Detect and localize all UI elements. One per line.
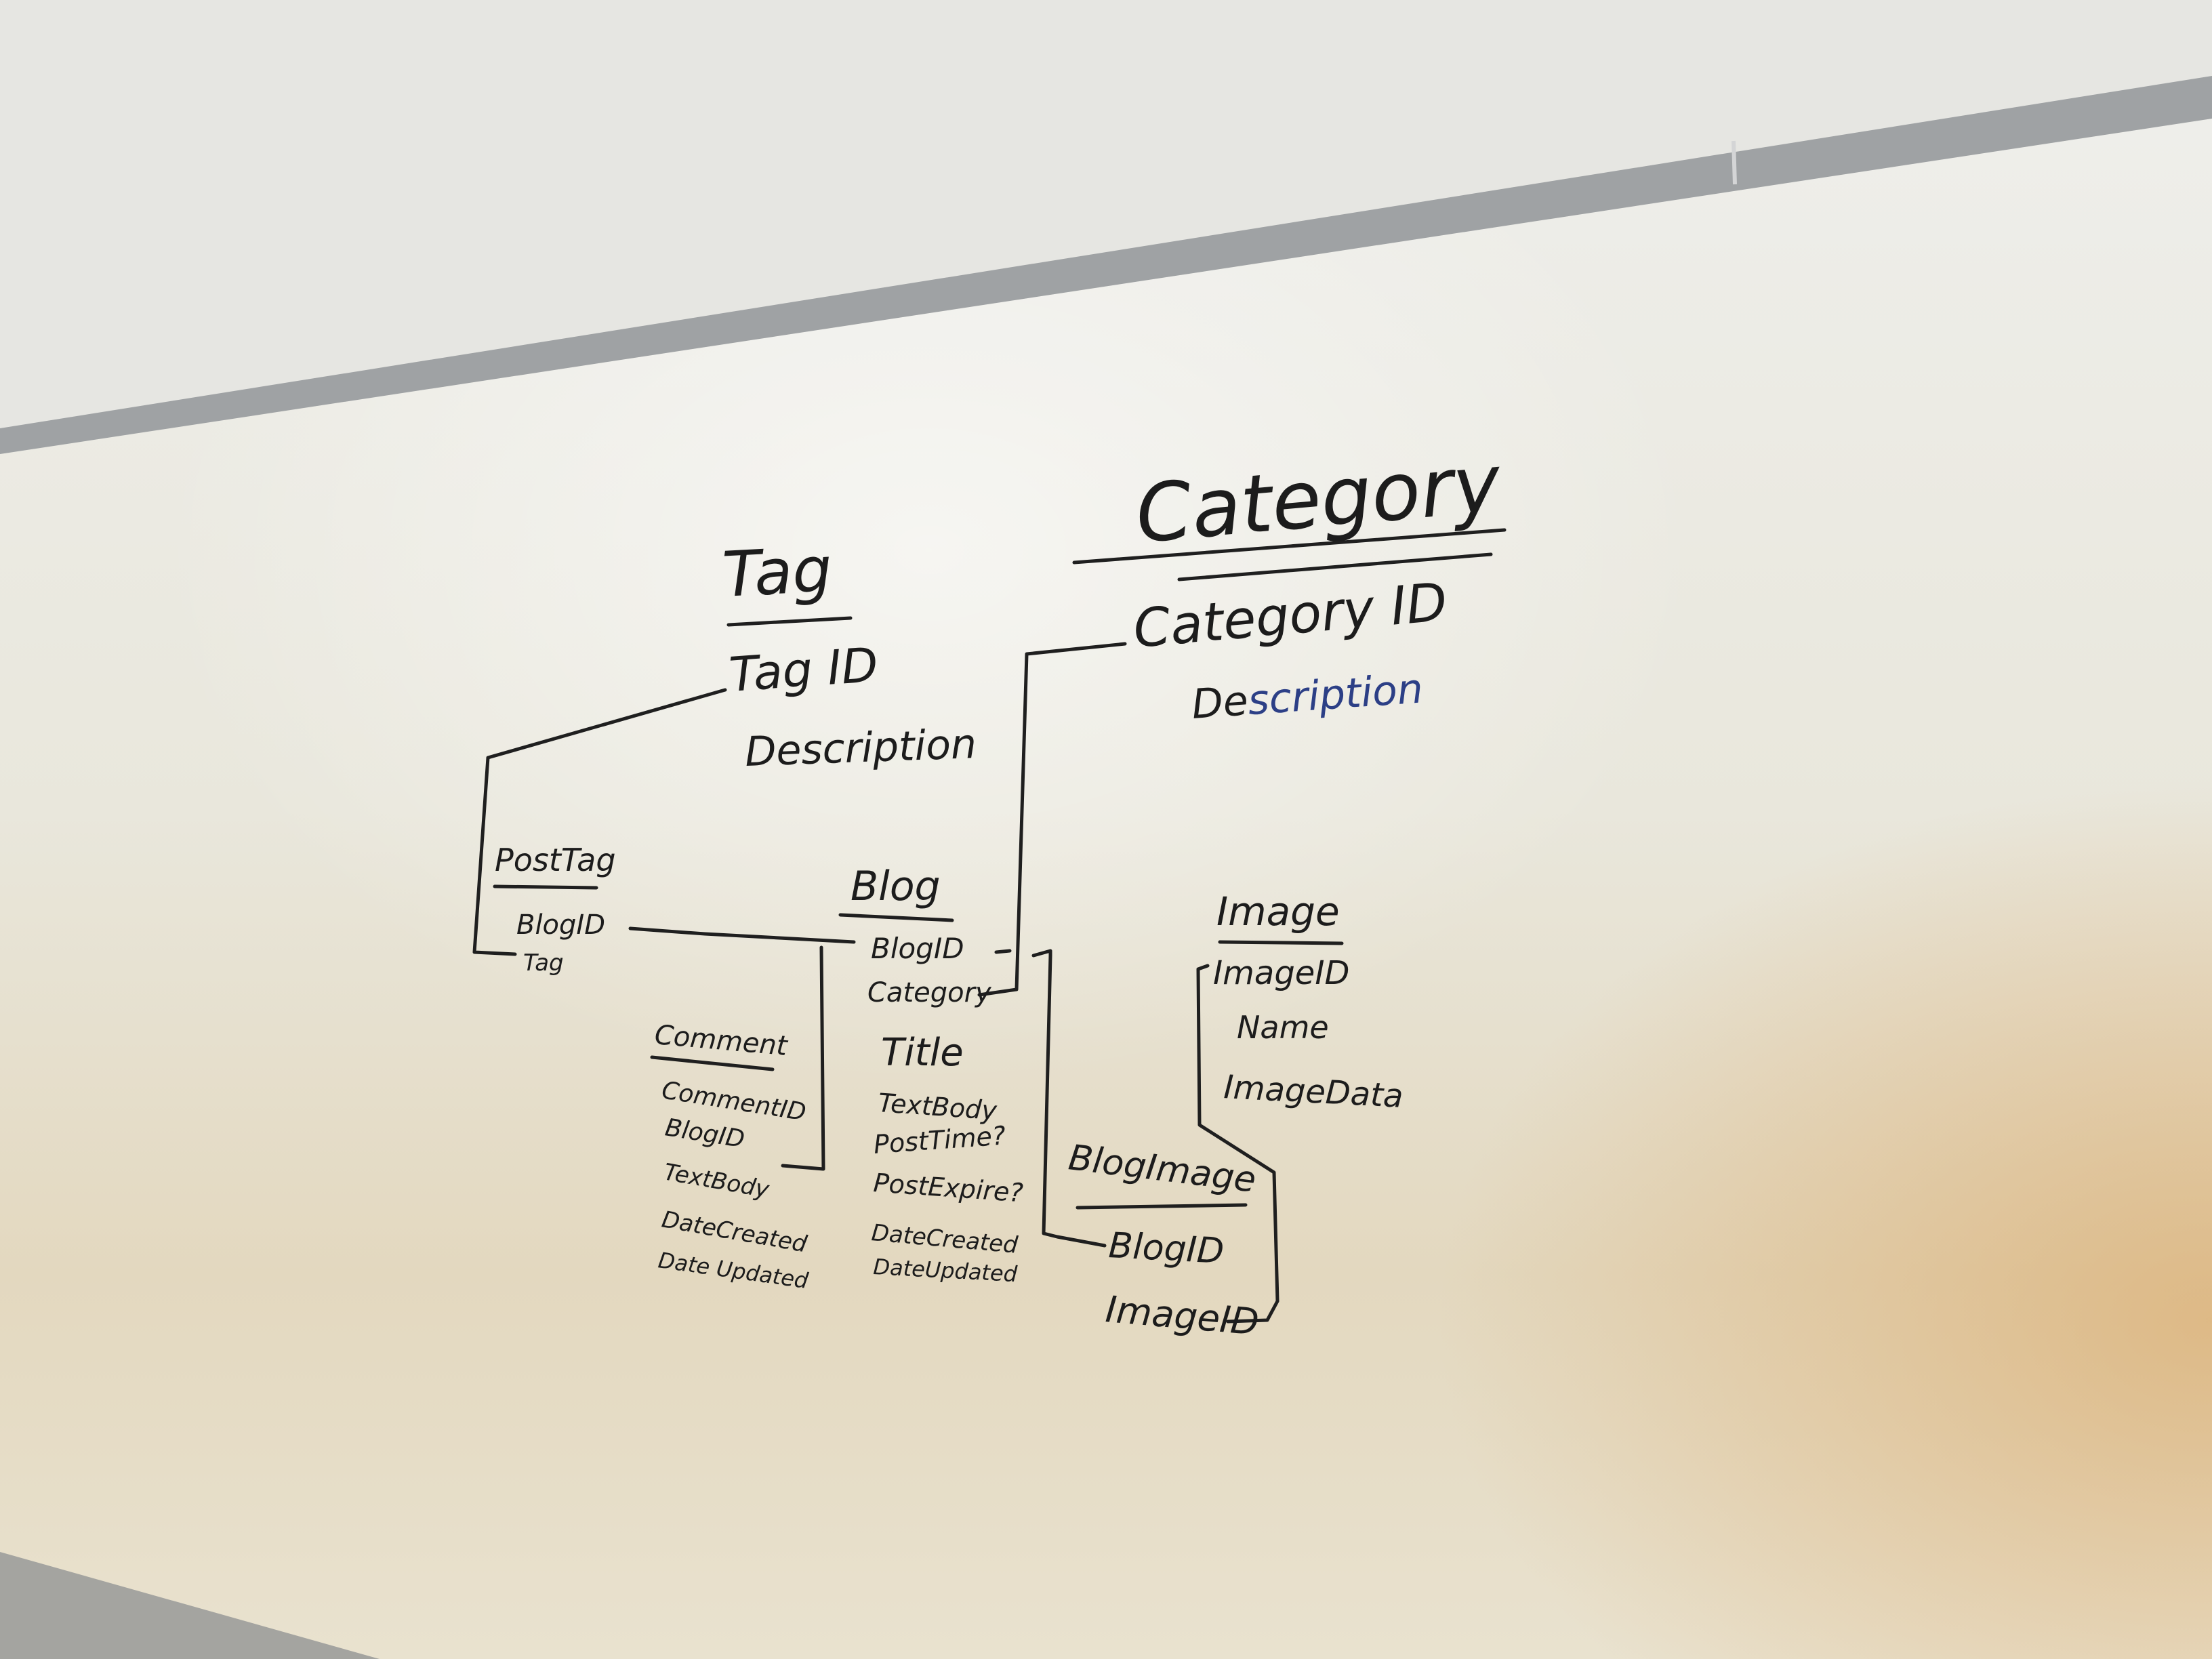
- tag-posttag-connector: [472, 688, 727, 956]
- posttag-field-blogid: BlogID: [516, 909, 605, 941]
- frame-joint: [1732, 140, 1737, 185]
- blogimage-image-connector: [1196, 964, 1279, 1324]
- blog-blogimage-connector: [994, 949, 1107, 1248]
- comment-underline: [650, 1055, 775, 1071]
- blog-field-blogid: BlogID: [871, 932, 964, 965]
- category-title-underline: [1072, 528, 1507, 565]
- tag-field-id: Tag ID: [727, 637, 880, 703]
- blogimage-field-blogid: BlogID: [1107, 1225, 1225, 1272]
- top-frame: [0, 76, 2212, 454]
- posttag-underline: [493, 884, 598, 890]
- image-title: Image: [1216, 888, 1340, 935]
- tag-underline: [726, 616, 853, 627]
- warm-light: [0, 119, 2212, 1659]
- category-fields-underline: [1177, 552, 1493, 581]
- comment-blog-connector: [781, 945, 825, 1171]
- posttag-field-tag: Tag: [523, 949, 564, 977]
- bottom-frame: [0, 1552, 380, 1659]
- blog-title: Blog: [851, 863, 941, 910]
- posttag-blog-connector: [628, 926, 856, 944]
- tag-field-description: Description: [744, 720, 977, 776]
- blogimage-underline: [1076, 1203, 1248, 1210]
- posttag-title: PostTag: [495, 842, 616, 878]
- image-field-imagedata: ImageData: [1223, 1068, 1404, 1115]
- blog-underline: [838, 913, 954, 922]
- category-field-description: Description: [1190, 665, 1425, 729]
- blog-category-connector: [977, 642, 1127, 997]
- tag-title: Tag: [721, 533, 834, 611]
- image-field-name: Name: [1237, 1009, 1329, 1046]
- image-underline: [1218, 940, 1344, 945]
- image-field-imageid: ImageID: [1213, 954, 1349, 992]
- blog-field-title: Title: [881, 1031, 964, 1075]
- blog-field-category: Category: [867, 977, 992, 1008]
